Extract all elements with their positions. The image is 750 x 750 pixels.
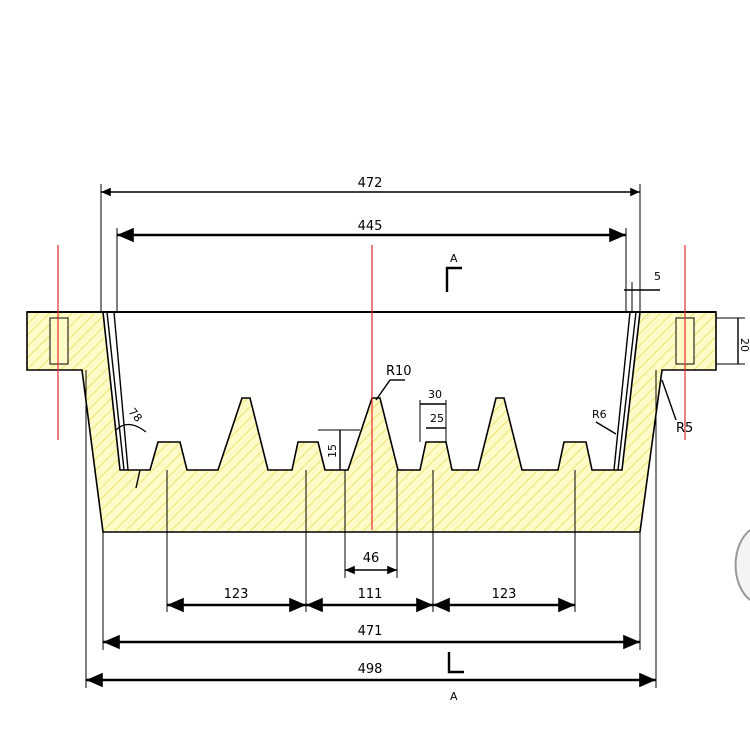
svg-text:30: 30 bbox=[428, 388, 442, 401]
svg-text:R10: R10 bbox=[386, 364, 412, 379]
section-mark-top: A bbox=[445, 252, 462, 292]
svg-text:20: 20 bbox=[738, 338, 750, 352]
dim-471-label: 471 bbox=[358, 624, 383, 639]
dim-111-label: 111 bbox=[358, 587, 383, 602]
dim-498-label: 498 bbox=[358, 662, 383, 677]
dim-20: 20 bbox=[716, 317, 750, 365]
svg-text:R6: R6 bbox=[592, 408, 607, 421]
svg-text:25: 25 bbox=[430, 412, 444, 425]
dim-472-label: 472 bbox=[358, 176, 383, 191]
dim-15: 15 bbox=[318, 429, 360, 470]
svg-text:78: 78 bbox=[126, 406, 145, 425]
svg-text:A: A bbox=[450, 252, 458, 265]
dim-123a-label: 123 bbox=[224, 587, 249, 602]
dim-5: 5 bbox=[624, 270, 661, 312]
extension-lines bbox=[85, 184, 657, 688]
svg-text:15: 15 bbox=[326, 444, 339, 458]
dim-r6: R6 bbox=[592, 408, 617, 435]
dim-30-25: 30 25 bbox=[419, 388, 447, 442]
left-flange-slot bbox=[49, 317, 69, 365]
dim-r10: R10 bbox=[375, 364, 412, 401]
dim-r5: R5 bbox=[661, 379, 693, 436]
rib-outlines bbox=[106, 311, 637, 471]
svg-text:R5: R5 bbox=[676, 421, 693, 436]
edge-circle bbox=[734, 529, 750, 601]
dim-445-label: 445 bbox=[358, 219, 383, 234]
svg-text:5: 5 bbox=[654, 270, 661, 283]
section-mark-bottom: A bbox=[447, 652, 464, 703]
svg-text:A: A bbox=[450, 690, 458, 703]
dim-123b-label: 123 bbox=[492, 587, 517, 602]
dim-46-label: 46 bbox=[363, 551, 380, 566]
